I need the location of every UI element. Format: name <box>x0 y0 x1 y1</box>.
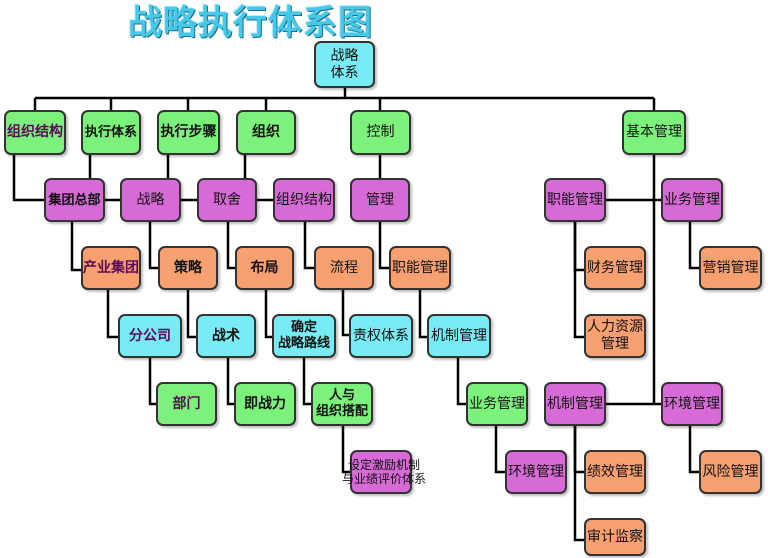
node-department: 部门 <box>156 382 217 426</box>
node-org-structure-sub: 组织结构 <box>273 178 335 222</box>
node-combat-ready: 即战力 <box>234 382 296 426</box>
node-basic-management: 基本管理 <box>622 110 686 155</box>
node-process: 流程 <box>314 246 374 290</box>
node-group-hq: 集团总部 <box>44 178 105 222</box>
node-industry-group: 产业集团 <box>81 246 141 290</box>
node-exec-system: 执行体系 <box>81 110 141 155</box>
node-layout: 布局 <box>235 246 294 290</box>
node-functional-mgmt: 职能管理 <box>389 246 451 290</box>
node-authority-system: 责权体系 <box>349 314 413 358</box>
node-strategy: 战略 <box>120 178 181 222</box>
node-people-org: 人与 组织搭配 <box>311 382 373 426</box>
node-basic-mechanism-mgmt: 机制管理 <box>544 382 606 426</box>
node-branch-company: 分公司 <box>118 314 182 358</box>
node-management: 管理 <box>350 178 410 222</box>
node-mechanism-mgmt: 机制管理 <box>427 314 491 358</box>
node-control: 控制 <box>350 110 411 155</box>
node-performance-mgmt: 绩效管理 <box>584 450 646 494</box>
node-basic-business-mgmt: 业务管理 <box>661 178 723 222</box>
node-basic-functional-mgmt: 职能管理 <box>544 178 606 222</box>
node-tactic-plan: 策略 <box>158 246 218 290</box>
node-strategic-route: 确定 战略路线 <box>272 314 336 358</box>
node-business-mgmt: 业务管理 <box>466 382 528 426</box>
node-marketing-mgmt: 营销管理 <box>699 246 762 290</box>
node-choice: 取舍 <box>197 178 257 222</box>
node-finance-mgmt: 财务管理 <box>584 246 646 290</box>
incentive-note: 设定激励机制 与业绩评价体系 <box>341 458 426 486</box>
node-tactics: 战术 <box>196 314 256 358</box>
diagram-title: 战略执行体系图 <box>128 3 373 43</box>
node-hr-mgmt: 人力资源 管理 <box>584 314 646 358</box>
node-organization: 组织 <box>236 110 296 155</box>
node-exec-steps: 执行步骤 <box>157 110 220 155</box>
node-risk-mgmt: 风险管理 <box>699 450 762 494</box>
node-incentive-box <box>350 450 412 494</box>
root-node: 战略 体系 <box>314 41 375 88</box>
node-audit-supervision: 审计监察 <box>584 518 646 556</box>
node-basic-environment-mgmt: 环境管理 <box>661 382 723 426</box>
node-environment-mgmt: 环境管理 <box>505 450 567 494</box>
node-org-structure: 组织结构 <box>4 110 66 155</box>
